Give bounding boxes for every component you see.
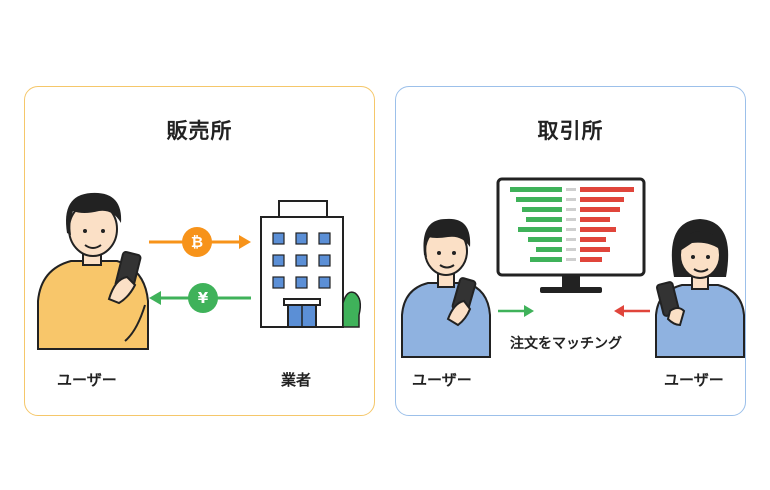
- panel-title: 取引所: [537, 119, 604, 143]
- dealer-building-icon: [260, 200, 362, 328]
- right-user-label: ユーザー: [664, 371, 724, 389]
- user-label: ユーザー: [57, 371, 117, 389]
- matching-caption: 注文をマッチング: [510, 336, 622, 352]
- yen-symbol: ¥: [198, 289, 209, 307]
- coin-transfer-arrow: ₿: [149, 227, 251, 257]
- exchange-panel: 取引所: [395, 86, 746, 416]
- order-book-monitor-icon: [496, 177, 646, 293]
- left-user-illustration: [401, 218, 491, 358]
- yen-icon: [188, 283, 218, 313]
- sell-order-arrow: [614, 305, 650, 317]
- yen-transfer-arrow: ¥: [149, 283, 251, 313]
- bitcoin-icon: [182, 227, 212, 257]
- bitcoin-symbol: ₿: [191, 233, 203, 251]
- left-user-label: ユーザー: [412, 371, 472, 389]
- panel-title: 販売所: [166, 119, 233, 143]
- right-user-illustration: [655, 219, 745, 358]
- user-illustration: [37, 192, 149, 350]
- dealer-label: 業者: [281, 371, 312, 389]
- buy-order-arrow: [498, 305, 534, 317]
- exchange-shop-panel: 販売所 ₿ ¥: [24, 86, 375, 416]
